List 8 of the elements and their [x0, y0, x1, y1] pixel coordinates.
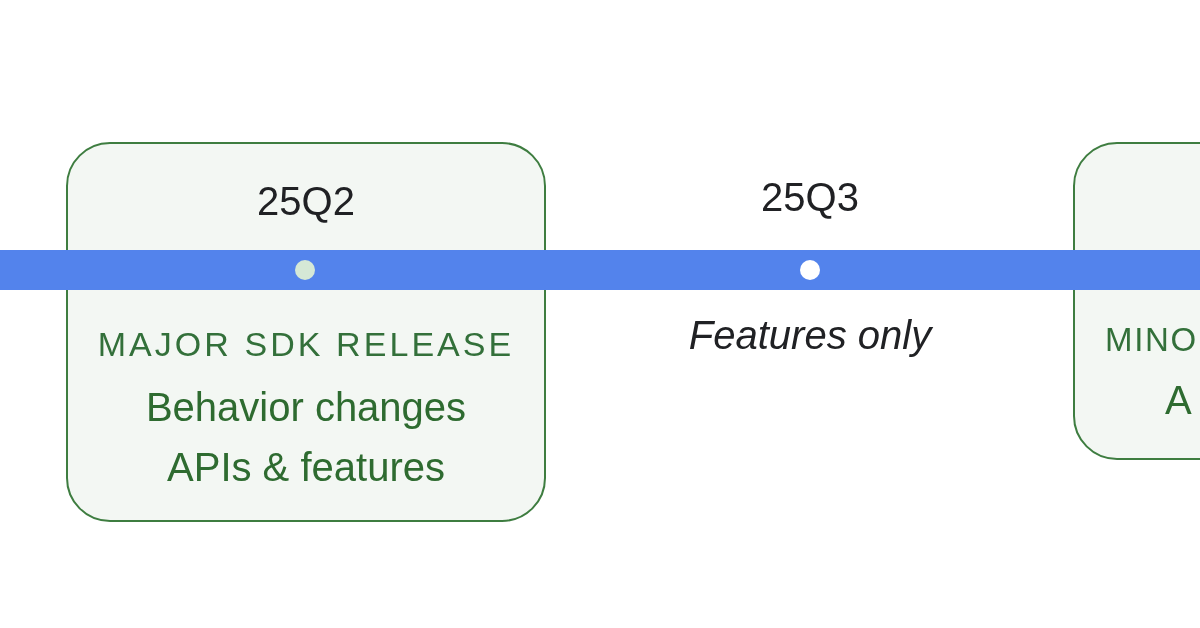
- release-type-heading: MAJOR SDK RELEASE: [96, 327, 516, 361]
- feature-text: Behavior changes: [144, 387, 468, 427]
- feature-text: A: [1165, 380, 1192, 420]
- quarter-label: 25Q3: [760, 177, 860, 217]
- quarter-heading: 25Q2: [256, 181, 356, 221]
- feature-text: APIs & features: [166, 447, 446, 487]
- release-type-heading: MINO: [1105, 323, 1198, 356]
- note-text: Features only: [687, 315, 934, 355]
